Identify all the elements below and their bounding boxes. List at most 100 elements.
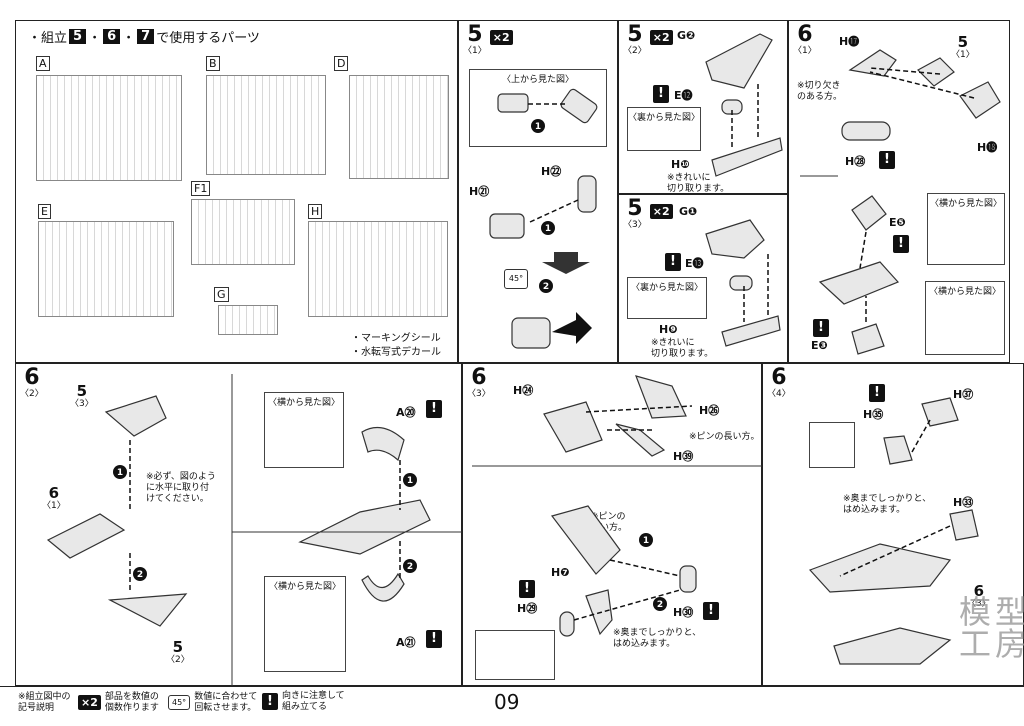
part-label: H㉝ <box>953 496 974 509</box>
part-g1 <box>705 219 765 259</box>
runner-label-e: E <box>38 204 51 219</box>
part-e5 <box>851 195 887 231</box>
svg-text:1: 1 <box>643 536 649 546</box>
horizontal-note: ※必ず、図のよう に水平に取り付 けてください。 <box>146 472 216 504</box>
step-header: 5〈3〉 ×2 <box>623 198 673 230</box>
step-ref: 5 〈1〉 <box>951 33 975 60</box>
part-label: H❼ <box>551 566 570 579</box>
part-label: H㉚ <box>673 606 694 619</box>
part-label: E❸ <box>811 339 828 352</box>
part-e3 <box>851 323 885 355</box>
step-ref-badge: 6 <box>103 29 121 44</box>
caution-icon: ! <box>426 400 442 418</box>
legend-title: ※組立図中の 記号説明 <box>18 692 71 713</box>
part-h28 <box>841 121 891 141</box>
part-label: G❷ <box>677 29 696 42</box>
step-ref-badge: 7 <box>137 29 155 44</box>
step-6-3-panel: 6〈3〉 H㉔ H㉖ ※ピンの長い方。 H㊴ ※ピンの 長い方。 ! H❼ H㉙… <box>462 363 762 686</box>
part-label: H㉑ <box>469 185 490 198</box>
legend-item: ×2 部品を数値の 個数作ります <box>78 692 159 714</box>
part-h10 <box>711 137 783 177</box>
part-label: H㉙ <box>517 602 538 615</box>
quantity-badge: ×2 <box>649 30 673 45</box>
step-ref: 5 〈3〉 <box>70 382 94 409</box>
part-h9 <box>721 315 781 347</box>
long-pin-note: ※ピンの 長い方。 <box>591 512 628 533</box>
down-arrow-icon <box>542 252 590 274</box>
part-label: H⓲ <box>977 141 998 154</box>
part-label: H㉒ <box>541 165 562 178</box>
part-label: H❿ <box>671 158 690 171</box>
caution-icon: ! <box>893 235 909 253</box>
caution-icon: ! <box>665 253 681 271</box>
part-label: H㊲ <box>953 388 974 401</box>
svg-text:2: 2 <box>137 570 143 580</box>
part-label: H㊴ <box>673 450 694 463</box>
press-in-note: ※奥までしっかりと、 はめ込みます。 <box>613 628 702 649</box>
part-h17 <box>848 49 897 77</box>
runner-a-diagram <box>36 75 182 181</box>
notch-note: ※切り欠き のある方。 <box>797 81 843 102</box>
back-view-inset: 〈裏から見た図〉 <box>627 107 701 151</box>
runner-b-diagram <box>206 75 326 175</box>
ref-6-1-part <box>46 513 126 559</box>
step-header: 5〈2〉 ×2 <box>623 24 673 56</box>
caution-icon: ! <box>703 602 719 620</box>
back-view-inset: 〈裏から見た図〉 <box>627 277 707 319</box>
step-ref: 5 〈2〉 <box>166 638 190 665</box>
part-h24 <box>543 401 603 453</box>
part-h7 <box>585 589 613 636</box>
svg-text:1: 1 <box>407 476 413 486</box>
runner-label-f1: F1 <box>191 181 211 196</box>
part-label: E❺ <box>889 216 906 229</box>
rotate-icon: 45° <box>168 695 191 711</box>
part-e13 <box>729 275 753 291</box>
part-h21-top-view <box>497 93 529 113</box>
part-label: H㉘ <box>845 155 866 168</box>
long-pin-note: ※ピンの長い方。 <box>689 432 760 442</box>
svg-text:2: 2 <box>657 600 663 610</box>
step-header: 6〈2〉 <box>20 365 44 399</box>
right-arrow-icon <box>552 312 592 344</box>
svg-text:2: 2 <box>543 282 549 292</box>
caution-icon: ! <box>262 693 278 711</box>
parts-panel-title: ・組立 5 ・ 6 ・ 7 で使用するパーツ <box>28 29 260 46</box>
assembled-part <box>511 317 551 349</box>
quantity-badge: ×2 <box>489 30 513 45</box>
runner-label-a: A <box>36 56 50 71</box>
part-h30 <box>679 565 697 593</box>
step-header: 5〈1〉 ×2 <box>463 24 513 56</box>
assembly-6-4 <box>808 543 952 593</box>
step-ref: 6 〈1〉 <box>42 484 66 511</box>
assembly-6-1 <box>818 261 900 305</box>
cut-clean-note: ※きれいに 切り取ります。 <box>651 338 714 359</box>
caution-icon: ! <box>519 580 535 598</box>
runner-label-d: D <box>334 56 349 71</box>
assembly-6-2 <box>298 499 431 555</box>
side-view-inset: 〈横から見た図〉 <box>264 576 346 672</box>
quantity-badge: ×2 <box>649 204 673 219</box>
part-a21 <box>361 572 405 602</box>
part-label: A㉑ <box>396 636 416 649</box>
part-a20 <box>361 426 405 462</box>
caution-icon: ! <box>879 151 895 169</box>
svg-text:1: 1 <box>117 468 123 478</box>
part-h22 <box>577 175 597 213</box>
part-5-1-ref <box>917 57 955 87</box>
page-number: 09 <box>494 690 520 714</box>
runner-h-diagram <box>308 221 448 317</box>
subassembly-6-3 <box>550 505 621 575</box>
part-h22-top-view <box>560 88 598 124</box>
runner-g-diagram <box>218 305 278 335</box>
runner-label-g: G <box>214 287 229 302</box>
decal-note: ・水転写式デカール <box>351 347 441 358</box>
part-label: G❶ <box>679 205 698 218</box>
part-h26 <box>635 375 687 419</box>
step-header: 6〈4〉 <box>767 365 791 399</box>
detail-inset <box>809 422 855 468</box>
runner-f1-diagram <box>191 199 295 265</box>
part-h21 <box>489 213 525 239</box>
symbol-legend: ※組立図中の 記号説明 ×2 部品を数値の 個数作ります 45° 数値に合わせて… <box>0 686 1024 726</box>
part-h18 <box>959 81 1001 119</box>
